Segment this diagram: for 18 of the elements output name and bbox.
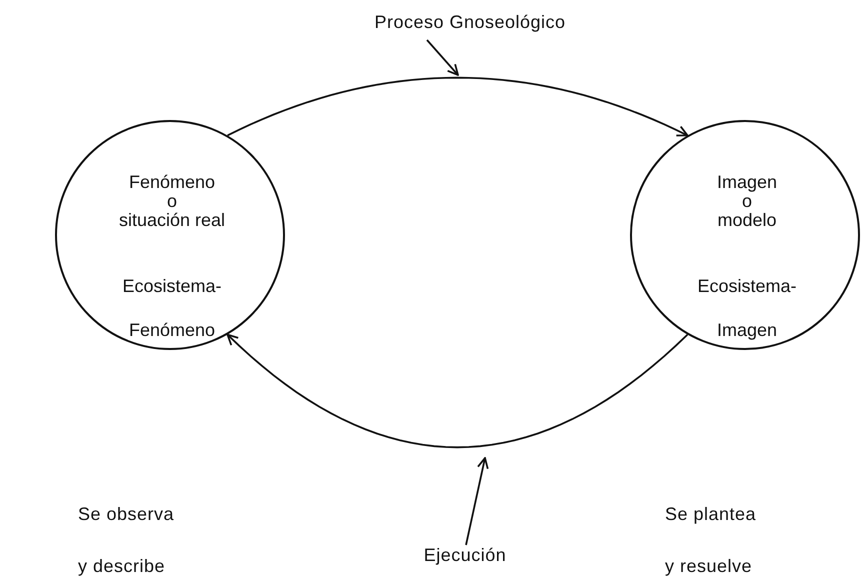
annotation-text: Ejecución [410,545,520,566]
caption-text: Se plantea y resuelve [665,503,758,578]
leader-arrow [465,457,489,546]
node-text: o [742,191,752,212]
circle-node [55,120,285,350]
annotation-text: Proceso Gnoseológico [360,12,580,33]
node-text: Imagen [716,172,778,193]
caption-text: Se observa y describe [78,503,176,578]
node-text: modelo [716,210,778,231]
circle-node [630,120,860,350]
curved-arrow [227,76,688,136]
node-text: Fenómeno [128,172,216,193]
node-text: Ecosistema- Imagen [696,275,798,342]
node-text: situación real [118,210,226,231]
curved-arrow [226,334,688,448]
leader-arrow [426,39,459,76]
node-text: Ecosistema- Fenómeno [121,275,223,342]
node-text: o [166,191,178,212]
